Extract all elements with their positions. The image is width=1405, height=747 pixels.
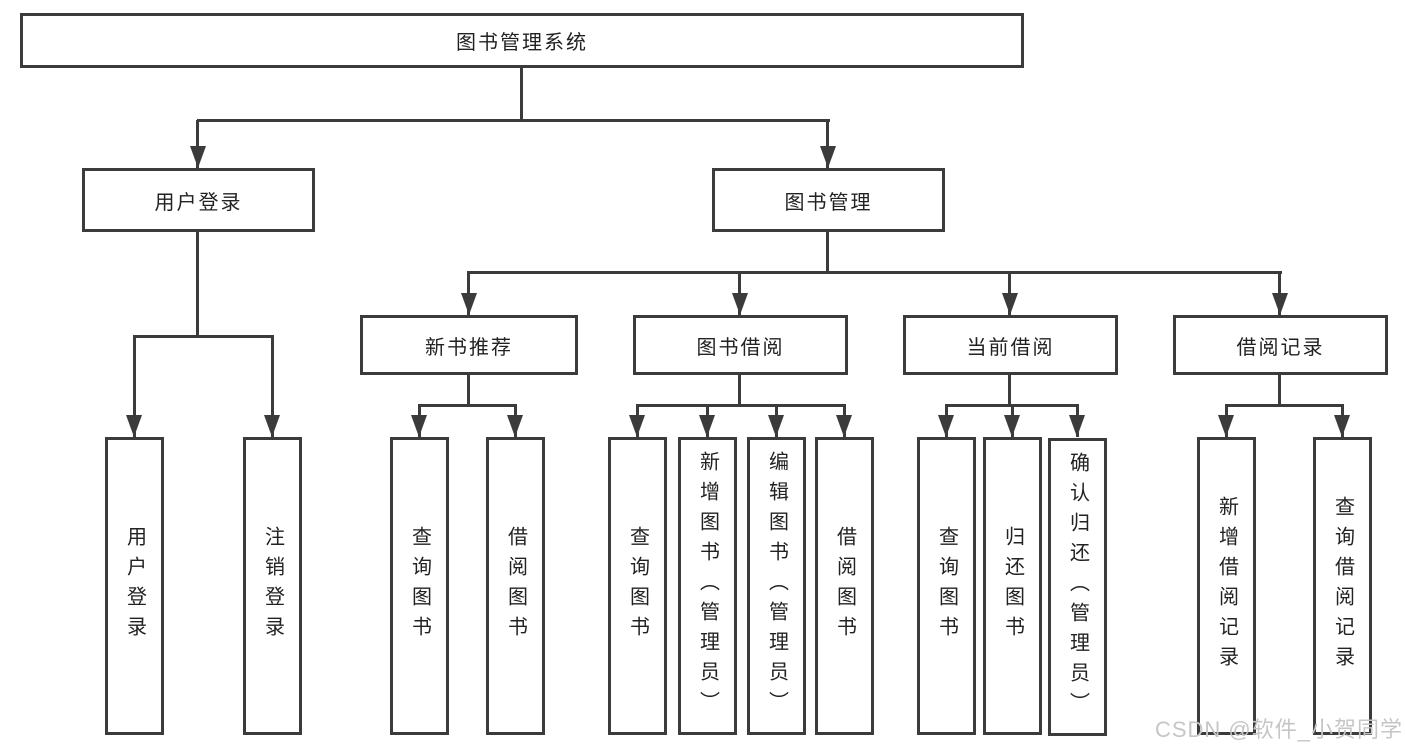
node-new-book-recommend: 新书推荐 [360, 315, 578, 375]
leaf-query-books-2: 查询图书 [608, 437, 667, 735]
arrowhead-query-books-2 [629, 415, 645, 437]
node-borrowing-records: 借阅记录 [1173, 315, 1388, 375]
arrowhead-edit-books [768, 415, 784, 437]
arrowhead-user-login [190, 146, 206, 168]
arrowhead-borrowing-records [1272, 293, 1288, 315]
leaf-add-borrow-record: 新增借阅记录 [1197, 437, 1256, 735]
arrowhead-leaf-user-login [126, 415, 142, 437]
leaf-add-borrow-record-label: 新增借阅记录 [1215, 496, 1238, 676]
leaf-query-books-3: 查询图书 [917, 437, 976, 735]
node-user-login: 用户登录 [82, 168, 315, 232]
arrowhead-book-borrowing [732, 293, 748, 315]
leaf-borrow-books-2-label: 借阅图书 [833, 526, 856, 646]
arrowhead-query-record [1334, 415, 1350, 437]
leaf-borrow-books-1-label: 借阅图书 [504, 526, 527, 646]
connector-book-borrowing-rail [636, 404, 846, 407]
leaf-query-borrow-record: 查询借阅记录 [1313, 437, 1372, 735]
arrowhead-query-books-1 [411, 415, 427, 437]
arrowhead-query-books-3 [938, 415, 954, 437]
leaf-user-login: 用户登录 [105, 437, 164, 735]
node-current-borrowing: 当前借阅 [903, 315, 1118, 375]
connector-drop-leaf-user-login [133, 336, 136, 437]
arrowhead-borrow-books-1 [507, 415, 523, 437]
connector-borrowing-records-rail [1225, 404, 1344, 407]
leaf-confirm-return-admin: 确认归还（管理员） [1048, 438, 1107, 736]
connector-user-login-rail [133, 335, 274, 338]
leaf-query-books-3-label: 查询图书 [935, 526, 958, 646]
arrowhead-current-borrowing [1002, 293, 1018, 315]
leaf-edit-books-admin-label: 编辑图书（管理员） [765, 451, 788, 721]
arrowhead-new-book [461, 293, 477, 315]
connector-root-stem [520, 68, 523, 122]
node-library-system: 图书管理系统 [20, 13, 1024, 68]
leaf-logout-login: 注销登录 [243, 437, 302, 735]
arrowhead-leaf-logout [264, 415, 280, 437]
arrowhead-return-books [1004, 415, 1020, 437]
connector-book-borrowing-stem [738, 375, 741, 406]
node-book-borrowing: 图书借阅 [633, 315, 848, 375]
leaf-edit-books-admin: 编辑图书（管理员） [747, 437, 806, 735]
connector-drop-user-login [196, 120, 199, 168]
leaf-logout-login-label: 注销登录 [261, 526, 284, 646]
arrowhead-add-books [699, 415, 715, 437]
node-book-management: 图书管理 [712, 168, 945, 232]
arrowhead-book-management [820, 146, 836, 168]
connector-root-rail [197, 119, 830, 122]
connector-borrowing-records-stem [1278, 375, 1281, 406]
leaf-borrow-books-1: 借阅图书 [486, 437, 545, 735]
connector-book-management-stem [826, 232, 829, 274]
connector-new-book-stem [467, 375, 470, 406]
leaf-return-books-label: 归还图书 [1001, 526, 1024, 646]
connector-drop-leaf-logout [271, 336, 274, 437]
leaf-return-books: 归还图书 [983, 437, 1042, 735]
connector-new-book-rail [418, 404, 517, 407]
leaf-user-login-label: 用户登录 [123, 526, 146, 646]
arrowhead-confirm-return [1069, 415, 1085, 437]
arrowhead-borrow-books-2 [836, 415, 852, 437]
leaf-query-borrow-record-label: 查询借阅记录 [1331, 496, 1354, 676]
leaf-query-books-1: 查询图书 [390, 437, 449, 735]
leaf-query-books-2-label: 查询图书 [626, 526, 649, 646]
arrowhead-add-record [1218, 415, 1234, 437]
leaf-query-books-1-label: 查询图书 [408, 526, 431, 646]
leaf-borrow-books-2: 借阅图书 [815, 437, 874, 735]
connector-user-login-stem [196, 232, 199, 338]
leaf-add-books-admin: 新增图书（管理员） [678, 437, 737, 735]
leaf-add-books-admin-label: 新增图书（管理员） [696, 451, 719, 721]
csdn-watermark: CSDN @软件_小贺同学 [1154, 717, 1403, 742]
connector-current-borrowing-stem [1008, 375, 1011, 406]
connector-drop-book-management [826, 120, 829, 168]
connector-book-management-rail [467, 271, 1282, 274]
leaf-confirm-return-admin-label: 确认归还（管理员） [1066, 452, 1089, 722]
